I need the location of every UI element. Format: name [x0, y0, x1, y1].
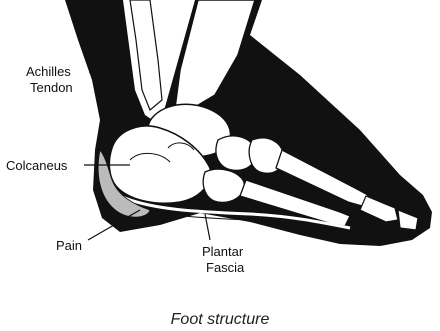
- plantar-label-line1: Plantar: [202, 244, 244, 259]
- achilles-label-line2: Tendon: [30, 80, 73, 95]
- cuboid-bone: [203, 169, 244, 202]
- achilles-label-line1: Achilles: [26, 64, 71, 79]
- calcaneus-label: Colcaneus: [6, 158, 68, 173]
- plantar-label-line2: Fascia: [206, 260, 245, 275]
- pain-label: Pain: [56, 238, 82, 253]
- diagram-caption: Foot structure: [171, 311, 270, 328]
